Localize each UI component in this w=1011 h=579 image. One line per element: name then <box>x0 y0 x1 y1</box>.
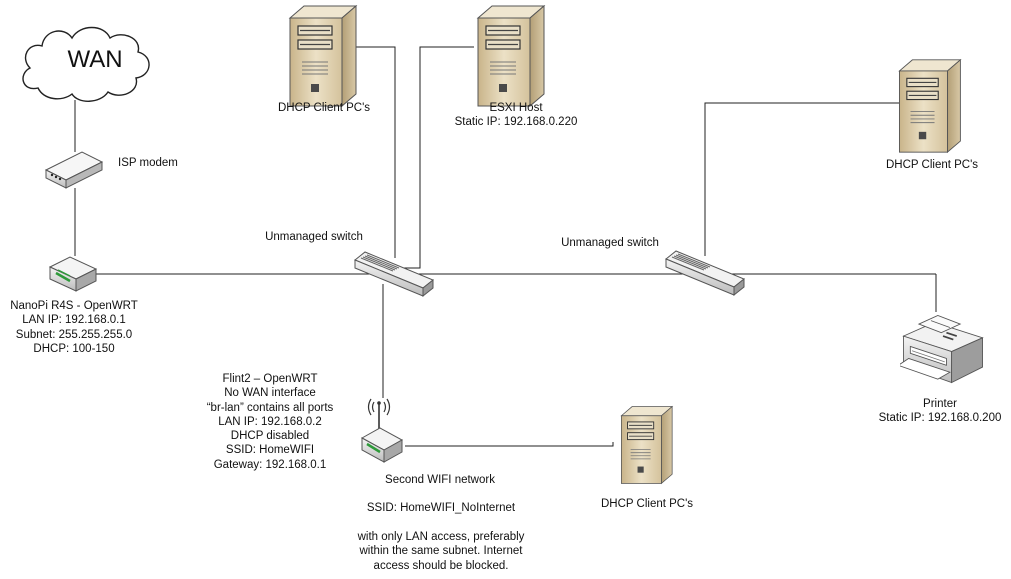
server-icon <box>477 5 545 107</box>
router-info-line: Subnet: 255.255.255.0 <box>15 328 133 341</box>
printer-icon <box>900 314 984 384</box>
esxi-info-line: Static IP: 192.168.0.220 <box>454 116 578 129</box>
esxi-info: ESXI Host Static IP: 192.168.0.220 <box>455 101 578 130</box>
router-info-line: DHCP: 100-150 <box>33 342 115 355</box>
flint-info: Flint2 – OpenWRT No WAN interface “br-la… <box>207 372 334 472</box>
switch1-label: Unmanaged switch <box>265 231 363 243</box>
lan-only-note: with only LAN access, preferably within … <box>358 530 525 573</box>
printer-info-line: Printer <box>923 398 957 410</box>
wan-label: WAN <box>67 46 123 73</box>
note-line: within the same subnet. Internet <box>359 545 523 558</box>
server-icon <box>620 405 673 485</box>
router-info-line: NanoPi R4S - OpenWRT <box>10 300 138 312</box>
link-ap-client-bottom <box>405 442 614 447</box>
second-wifi-label: Second WIFI network <box>385 474 495 486</box>
link-switch2-client-right <box>704 102 905 256</box>
link-switch1-client-top <box>355 46 396 258</box>
router-icon <box>48 255 98 293</box>
flint-info-line: DHCP disabled <box>230 430 310 443</box>
server-icon <box>289 5 357 107</box>
switch-icon <box>665 250 745 296</box>
printer-info: Printer Static IP: 192.168.0.200 <box>879 397 1002 426</box>
wan-cloud-icon <box>22 26 150 102</box>
ssid2-label: SSID: HomeWIFI_NoInternet <box>366 502 516 514</box>
flint-info-line: Flint2 – OpenWRT <box>222 373 318 385</box>
wifi-router-icon <box>360 397 404 464</box>
flint-info-line: No WAN interface <box>224 387 316 400</box>
flint-info-line: SSID: HomeWIFI <box>225 444 315 457</box>
flint-info-line: LAN IP: 192.168.0.2 <box>218 415 322 428</box>
isp-modem-label: ISP modem <box>118 157 178 169</box>
link-switch1-esxi <box>400 46 474 269</box>
switch2-label: Unmanaged switch <box>561 237 659 249</box>
router-info: NanoPi R4S - OpenWRT LAN IP: 192.168.0.1… <box>10 299 138 356</box>
note-line: access should be blocked. <box>373 559 509 572</box>
server-icon <box>898 59 961 153</box>
flint-info-line: Gateway: 192.168.0.1 <box>213 458 327 471</box>
client-right-label: DHCP Client PC's <box>885 159 979 171</box>
client-top-label: DHCP Client PC's <box>277 102 371 114</box>
flint-info-line: “br-lan” contains all ports <box>206 401 334 414</box>
connection-lines <box>74 46 937 447</box>
router-info-line: LAN IP: 192.168.0.1 <box>22 314 126 327</box>
client-bottom-label: DHCP Client PC's <box>600 498 694 510</box>
esxi-info-line: ESXI Host <box>489 102 543 114</box>
printer-info-line: Static IP: 192.168.0.200 <box>878 412 1002 425</box>
note-line: with only LAN access, preferably <box>357 531 525 543</box>
modem-icon <box>45 151 103 189</box>
